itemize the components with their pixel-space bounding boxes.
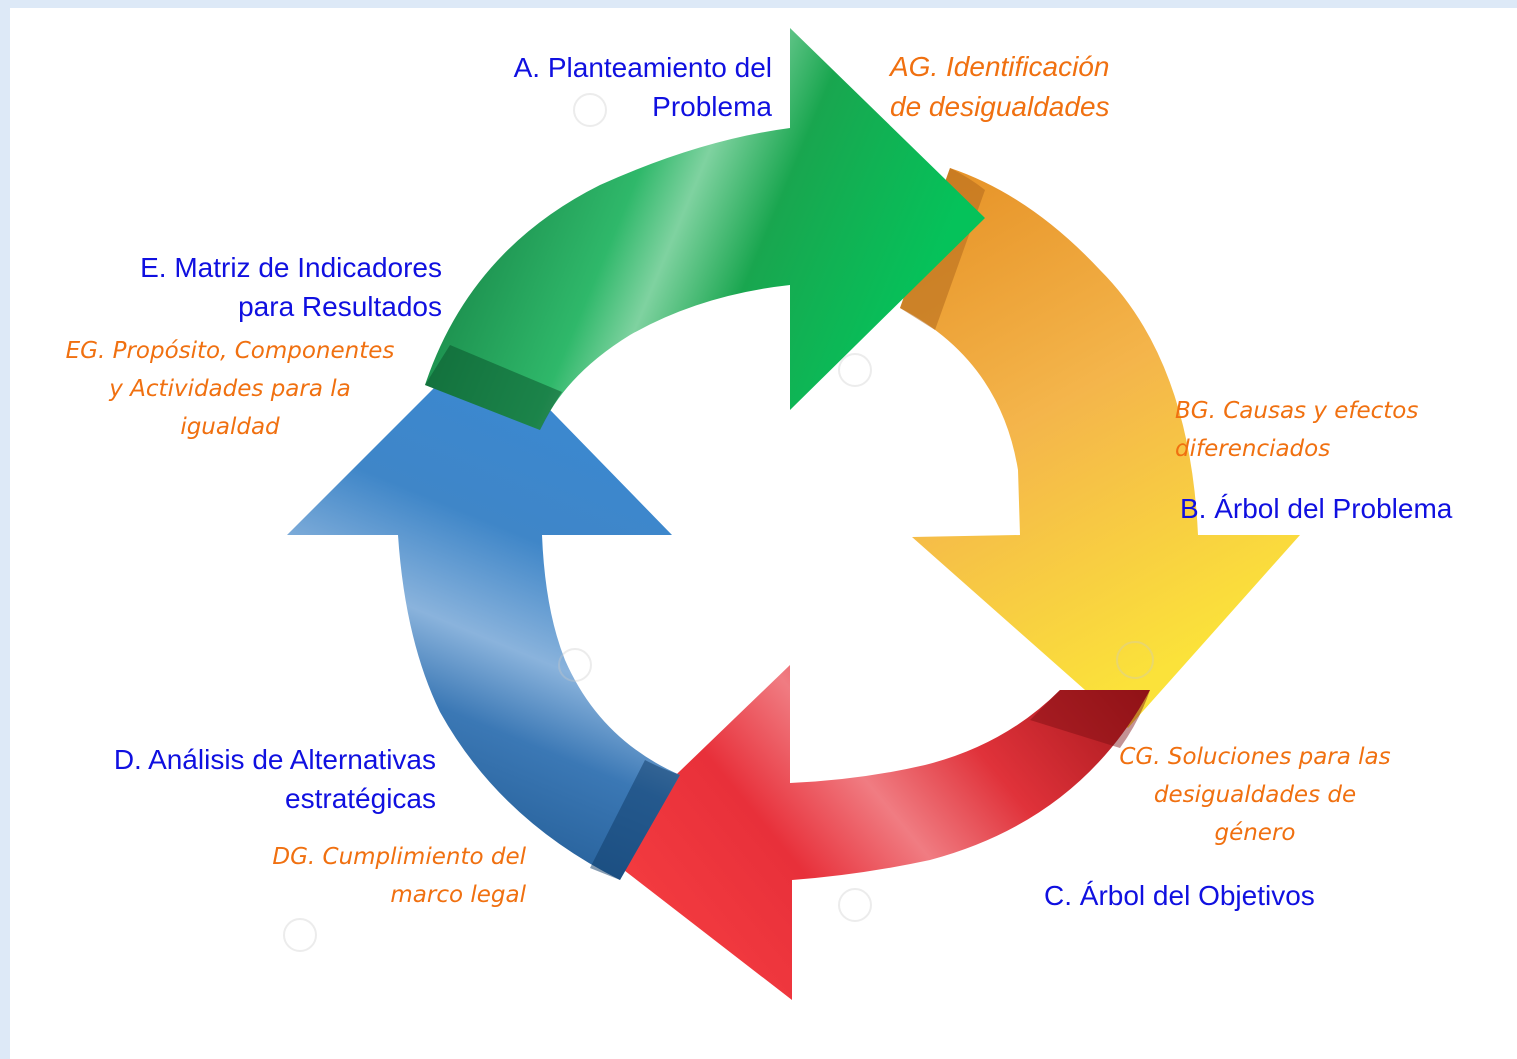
gender-note-eg: EG. Propósito, Componentes y Actividades… [65, 338, 395, 440]
gender-note-ag: AG. Identificación de desigualdades [890, 51, 1110, 122]
frame-tab [10, 8, 272, 18]
stage-a-label: A. Planteamiento del Problema [513, 52, 772, 122]
frame-tab-right [1313, 8, 1517, 18]
gender-note-cg: CG. Soluciones para las desigualdades de… [1119, 744, 1391, 846]
arrow-green [425, 28, 985, 430]
gender-note-bg: BG. Causas y efectos diferenciados [1175, 398, 1419, 462]
watermark-swirls [283, 93, 1154, 952]
gender-note-dg: DG. Cumplimiento del marco legal [272, 844, 526, 908]
arrow-blue [287, 340, 680, 880]
stage-d-label: D. Análisis de Alternativas estratégicas [113, 744, 436, 814]
stage-c-label: C. Árbol del Objetivos [1044, 880, 1315, 911]
stage-e-label: E. Matriz de Indicadores para Resultados [140, 252, 442, 322]
stage-b-label: B. Árbol del Problema [1180, 493, 1453, 524]
arrow-red [598, 665, 1150, 1000]
